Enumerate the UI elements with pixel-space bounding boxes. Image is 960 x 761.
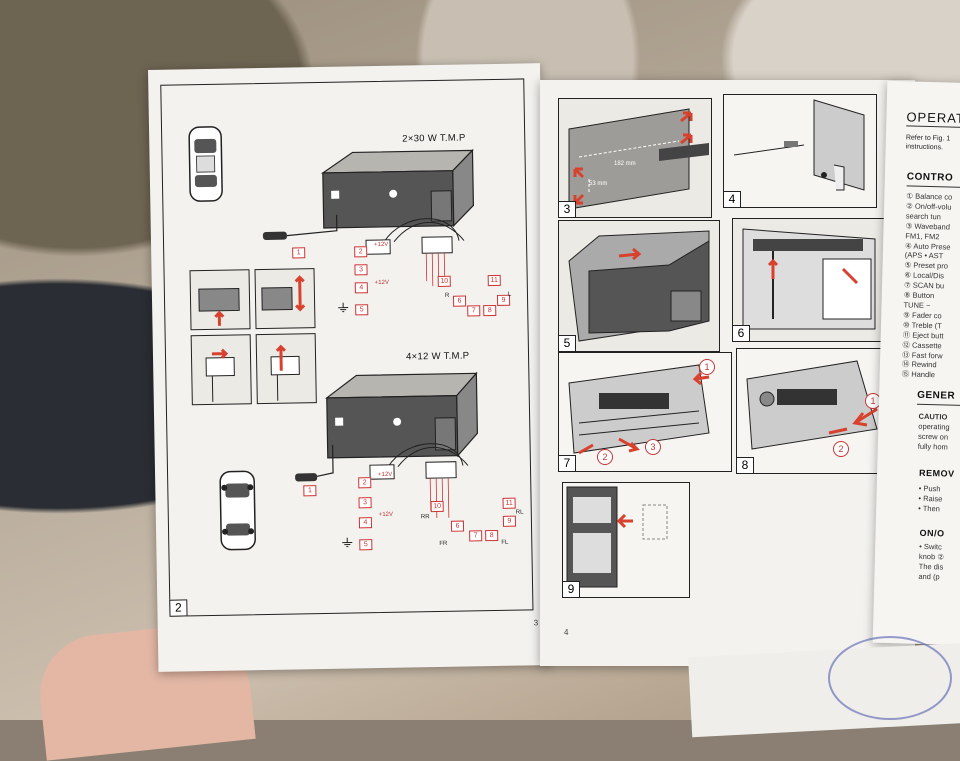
control-item: ⑪ Eject butt <box>902 330 944 341</box>
pin-2: 2 <box>354 246 368 258</box>
car-top-icon-bottom <box>219 470 256 551</box>
remove-item: • Push <box>918 483 941 494</box>
figure-number-4: 4 <box>724 191 741 207</box>
connector-block-top <box>365 218 465 287</box>
figure-8: 1 2 8 <box>736 348 888 474</box>
figure-4: 4 <box>723 94 877 208</box>
dim-182: 182 mm <box>614 161 636 167</box>
channel-fl: FL <box>501 539 509 546</box>
remove-list: • Push • Raise • Then <box>918 484 943 515</box>
pin-10: 10 <box>437 275 451 287</box>
sketch-1 <box>189 269 251 331</box>
fuse-icon-bottom <box>295 444 334 482</box>
fig8-step-2: 2 <box>833 441 849 457</box>
figure-7: 1 2 3 7 <box>558 352 732 472</box>
pin-3-bottom: 3 <box>358 497 372 509</box>
onoff-text: • Switc knob ② The dis and (p <box>918 542 944 583</box>
pin-7-bottom: 7 <box>469 530 483 542</box>
figure-3: 182 mm 53 mm 3 <box>558 98 712 218</box>
pin-8-bottom: 8 <box>485 529 499 542</box>
controls-list: ① Balance co ② On/off-volu search tun ③ … <box>902 191 953 380</box>
pin-5: 5 <box>355 304 369 316</box>
plus12v-b: +12V <box>374 279 389 287</box>
controls-heading: CONTRO <box>906 171 954 184</box>
onoff-line: The dis <box>918 561 944 572</box>
plus12v-b-bottom: +12V <box>378 511 394 519</box>
remove-item: • Then <box>918 503 940 514</box>
channel-fr: FR <box>439 540 448 547</box>
onoff-heading: ON/O <box>919 527 945 539</box>
channel-rl: RL <box>515 509 524 516</box>
remove-item: • Raise <box>918 493 943 504</box>
manual-page-middle: 182 mm 53 mm 3 4 5 <box>540 80 915 666</box>
fuse-label-bottom: 1 <box>303 485 317 497</box>
sketch-3 <box>190 334 252 406</box>
control-item: FM1, FM2 <box>905 231 940 241</box>
operating-title: OPERATI <box>906 109 960 127</box>
figure-number-6: 6 <box>733 325 750 341</box>
figure-5: 5 <box>558 220 720 352</box>
car-top-icon <box>188 126 223 202</box>
pin-11: 11 <box>487 274 501 287</box>
pin-7: 7 <box>467 305 481 317</box>
pin-8: 8 <box>483 304 497 317</box>
pin-5-bottom: 5 <box>359 539 373 551</box>
radio-unit-bottom <box>324 371 478 459</box>
plus12v-a-bottom: +12V <box>378 471 393 479</box>
manual-page-right: OPERATI Refer to Fig. 1 instructions. CO… <box>872 80 960 646</box>
channel-r: R <box>444 292 450 299</box>
radio-unit-top <box>320 148 475 229</box>
ground-icon-bottom <box>342 537 353 548</box>
sketch-2 <box>254 268 316 330</box>
pin-3: 3 <box>354 264 368 276</box>
pin-6: 6 <box>452 295 467 307</box>
connector-block-bottom <box>369 443 469 519</box>
pin-4: 4 <box>354 282 368 294</box>
page-number-4: 4 <box>564 628 569 637</box>
control-item: ⑫ Cassette <box>902 339 942 350</box>
figure-number-8: 8 <box>737 457 754 473</box>
figure-number-5: 5 <box>559 335 576 351</box>
channel-l: L <box>507 291 512 298</box>
pin-11-bottom: 11 <box>502 497 516 509</box>
ink-stamp <box>828 636 952 720</box>
pin-10-bottom: 10 <box>430 500 444 513</box>
figure-frame: 2×30 W T.M.P 1 2 3 4 5 +12V +12V <box>160 78 534 617</box>
remove-heading: REMOV <box>918 467 955 479</box>
manual-page-left: 2×30 W T.M.P 1 2 3 4 5 +12V +12V <box>148 63 551 672</box>
figure-number-3: 3 <box>559 201 576 217</box>
general-heading: GENER <box>917 389 956 402</box>
page-number-3: 3 <box>533 618 539 628</box>
ground-icon <box>338 302 349 313</box>
onoff-line: and (p <box>918 571 940 582</box>
caution-line: fully hom <box>917 441 948 452</box>
fuse-icon <box>262 214 338 240</box>
onoff-line: knob ② <box>918 551 945 562</box>
plus12v-a: +12V <box>374 241 389 249</box>
figure-number-2: 2 <box>169 599 188 617</box>
sketch-4 <box>255 333 317 405</box>
pin-9-bottom: 9 <box>502 515 517 527</box>
dim-53: 53 mm <box>589 181 608 187</box>
pin-4-bottom: 4 <box>358 517 373 529</box>
fig7-step-1: 1 <box>699 359 715 375</box>
channel-rr: RR <box>420 514 430 521</box>
fig7-step-2: 2 <box>597 449 613 465</box>
fig7-step-3: 3 <box>645 439 661 455</box>
pin-2-bottom: 2 <box>358 477 372 489</box>
figure-number-7: 7 <box>559 455 576 471</box>
figure-number-9: 9 <box>563 581 580 597</box>
figure-9: 9 <box>562 482 690 598</box>
control-item: ③ Waveband <box>905 221 951 232</box>
control-item: ⑮ Handle <box>901 369 936 380</box>
pin-6-bottom: 6 <box>450 520 465 532</box>
figure-6: 6 <box>732 218 886 342</box>
fuse-label: 1 <box>292 247 306 259</box>
diagram-bottom-title: 4×12 W T.M.P <box>405 350 470 363</box>
caution-text: CAUTIO operating screw on fully hom <box>918 412 950 453</box>
intro-line-2: instructions. <box>905 143 944 152</box>
onoff-line: • Switc <box>919 541 942 552</box>
